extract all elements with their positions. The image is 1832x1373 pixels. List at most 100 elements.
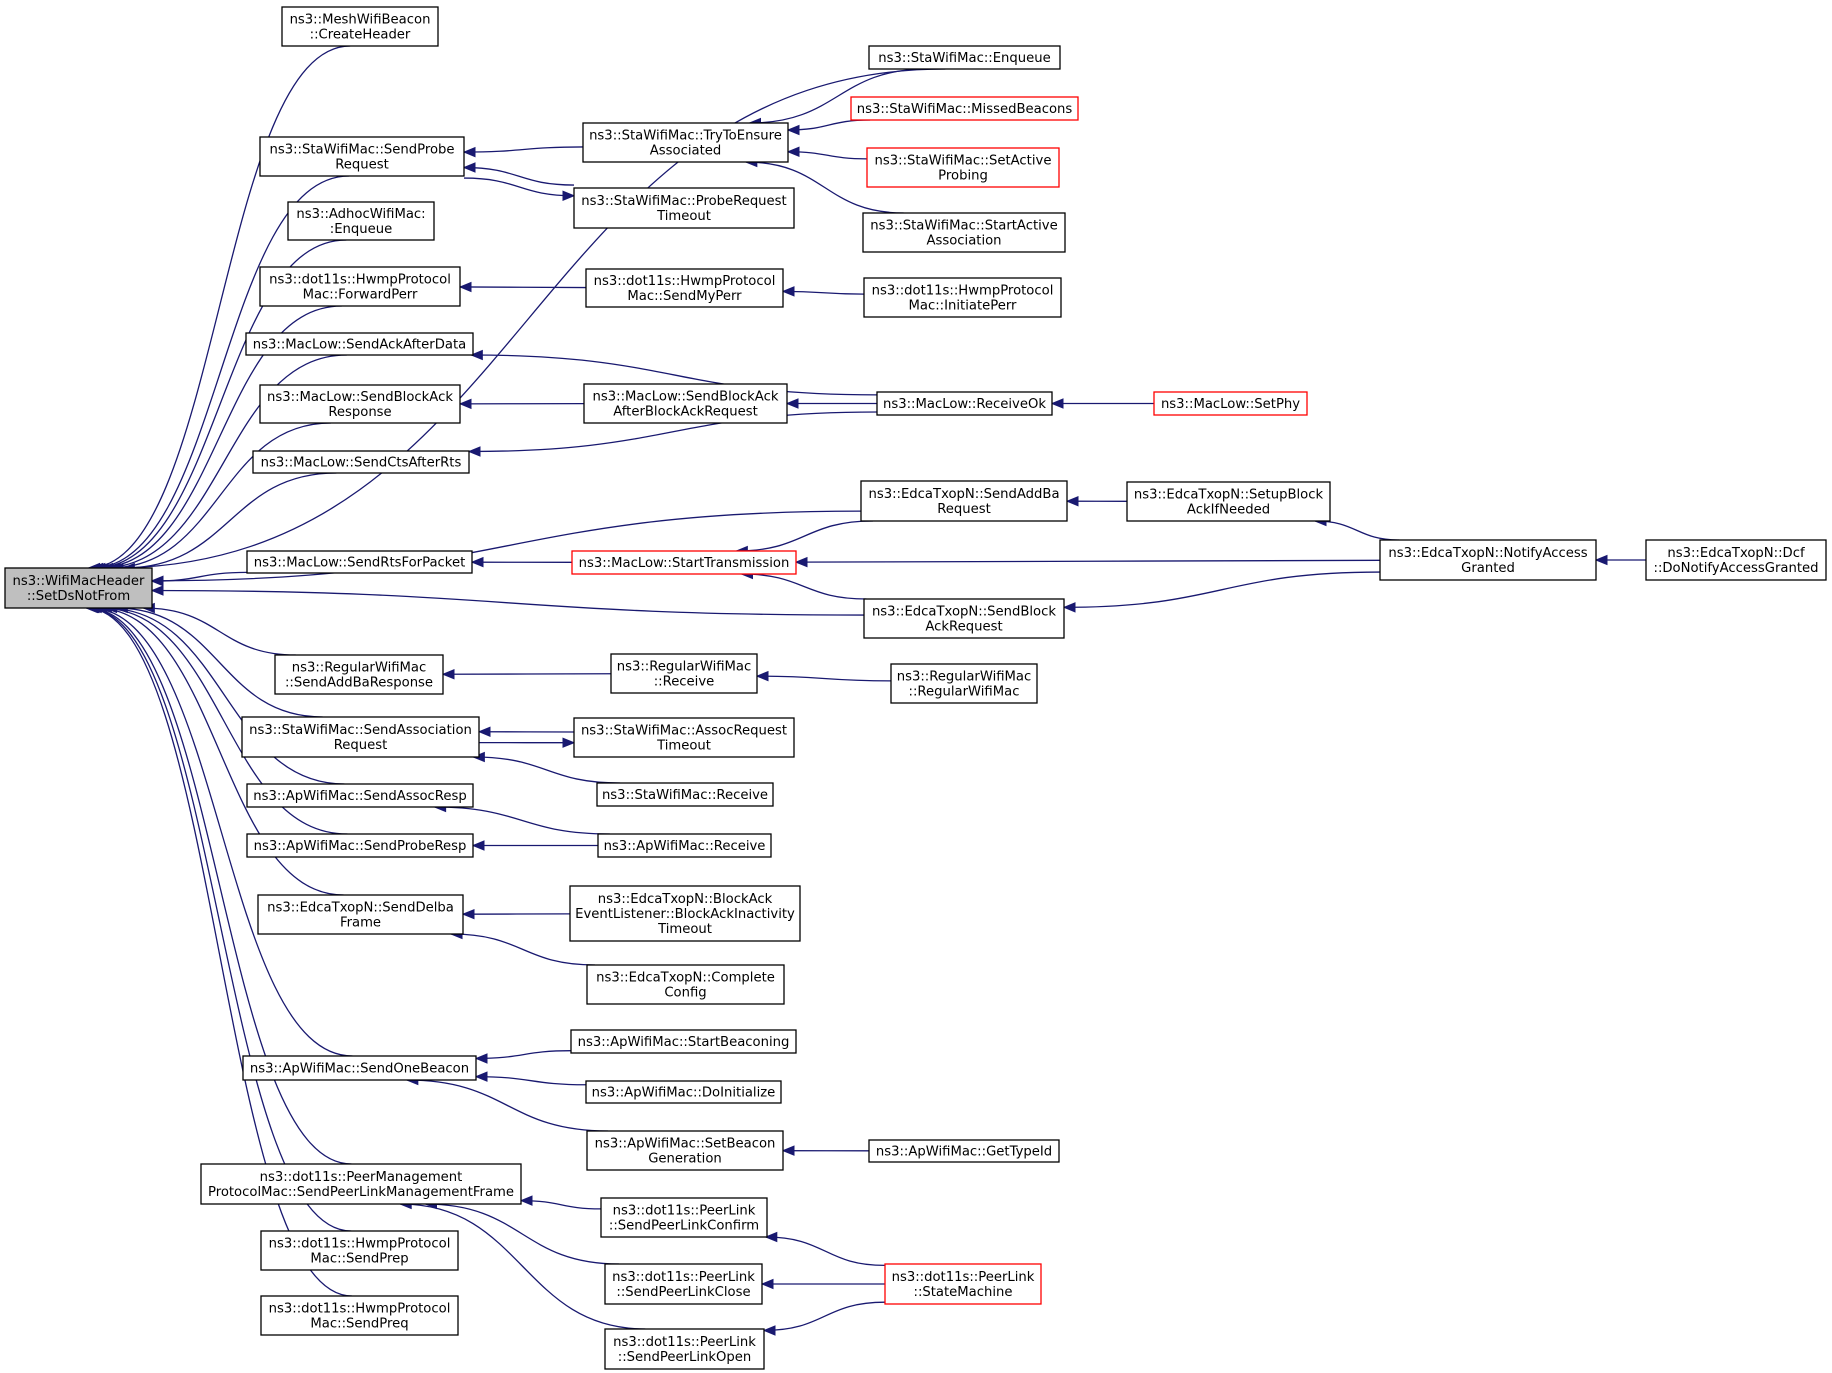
node-box[interactable]	[884, 1263, 1042, 1305]
node-sendPeerLinkMgmt[interactable]: ns3::dot11s::PeerManagementProtocolMac::…	[200, 1163, 522, 1205]
node-box[interactable]	[868, 1139, 1060, 1163]
node-box[interactable]	[1153, 391, 1308, 416]
node-peerOpen[interactable]: ns3::dot11s::PeerLink::SendPeerLinkOpen	[604, 1328, 765, 1370]
node-box[interactable]	[260, 1295, 459, 1336]
node-peerClose[interactable]: ns3::dot11s::PeerLink::SendPeerLinkClose	[604, 1263, 763, 1305]
node-box[interactable]	[246, 550, 473, 574]
node-box[interactable]	[604, 1328, 765, 1370]
node-box[interactable]	[890, 663, 1038, 704]
node-setPhy[interactable]: ns3::MacLow::SetPhy	[1153, 391, 1308, 416]
node-startTransmission[interactable]: ns3::MacLow::StartTransmission	[571, 550, 797, 575]
node-box[interactable]	[281, 6, 439, 47]
node-box[interactable]	[862, 212, 1066, 253]
node-sendProbeResp[interactable]: ns3::ApWifiMac::SendProbeResp	[246, 833, 474, 858]
node-meshBeacon[interactable]: ns3::MeshWifiBeacon::CreateHeader	[281, 6, 439, 47]
node-blockAckInactivity[interactable]: ns3::EdcaTxopN::BlockAckEventListener::B…	[569, 885, 801, 942]
node-box[interactable]	[863, 598, 1065, 639]
node-box[interactable]	[585, 1080, 782, 1104]
node-staReceive[interactable]: ns3::StaWifiMac::Receive	[596, 782, 774, 807]
node-notifyAccessGranted[interactable]: ns3::EdcaTxopN::NotifyAccessGranted	[1379, 539, 1597, 581]
node-sendBlockAckAfter[interactable]: ns3::MacLow::SendBlockAckAfterBlockAckRe…	[583, 383, 788, 424]
node-initiatePerr[interactable]: ns3::dot11s::HwmpProtocolMac::InitiatePe…	[863, 277, 1062, 318]
node-box[interactable]	[573, 717, 795, 758]
node-box[interactable]	[287, 201, 435, 241]
node-sendAssocResp[interactable]: ns3::ApWifiMac::SendAssocResp	[246, 783, 474, 808]
node-root[interactable]: ns3::WifiMacHeader::SetDsNotFrom	[4, 567, 153, 609]
node-box[interactable]	[1379, 539, 1597, 581]
node-box[interactable]	[200, 1163, 522, 1205]
node-box[interactable]	[242, 1055, 477, 1081]
node-box[interactable]	[600, 1197, 768, 1238]
node-box[interactable]	[1126, 481, 1331, 522]
node-box[interactable]	[604, 1263, 763, 1305]
node-peerConfirm[interactable]: ns3::dot11s::PeerLink::SendPeerLinkConfi…	[600, 1197, 768, 1238]
node-regularReceive[interactable]: ns3::RegularWifiMac::Receive	[610, 653, 758, 694]
node-box[interactable]	[259, 266, 461, 307]
node-box[interactable]	[582, 122, 789, 163]
node-box[interactable]	[260, 1230, 459, 1271]
node-box[interactable]	[583, 383, 788, 424]
node-adhocEnqueue[interactable]: ns3::AdhocWifiMac::Enqueue	[287, 201, 435, 241]
node-box[interactable]	[246, 833, 474, 858]
node-box[interactable]	[596, 782, 774, 807]
node-sendAckAfterData[interactable]: ns3::MacLow::SendAckAfterData	[245, 332, 474, 356]
node-box[interactable]	[586, 1130, 784, 1171]
node-sendRtsForPacket[interactable]: ns3::MacLow::SendRtsForPacket	[246, 550, 473, 574]
node-startBeaconing[interactable]: ns3::ApWifiMac::StartBeaconing	[570, 1029, 797, 1054]
node-box[interactable]	[570, 1029, 797, 1054]
node-getTypeId[interactable]: ns3::ApWifiMac::GetTypeId	[868, 1139, 1060, 1163]
node-box[interactable]	[863, 277, 1062, 318]
node-box[interactable]	[245, 332, 474, 356]
node-box[interactable]	[259, 136, 465, 177]
node-box[interactable]	[610, 653, 758, 694]
node-box[interactable]	[573, 187, 795, 229]
node-box[interactable]	[257, 894, 464, 935]
node-regularCtor[interactable]: ns3::RegularWifiMac::RegularWifiMac	[890, 663, 1038, 704]
node-stateMachine[interactable]: ns3::dot11s::PeerLink::StateMachine	[884, 1263, 1042, 1305]
node-box[interactable]	[241, 716, 480, 758]
node-box[interactable]	[252, 450, 470, 474]
node-sendOneBeacon[interactable]: ns3::ApWifiMac::SendOneBeacon	[242, 1055, 477, 1081]
node-box[interactable]	[569, 885, 801, 942]
node-box[interactable]	[571, 550, 797, 575]
node-box[interactable]	[259, 384, 461, 424]
node-fwdPerr[interactable]: ns3::dot11s::HwmpProtocolMac::ForwardPer…	[259, 266, 461, 307]
node-box[interactable]	[850, 96, 1079, 121]
node-apReceive[interactable]: ns3::ApWifiMac::Receive	[597, 833, 772, 858]
node-box[interactable]	[586, 964, 785, 1005]
node-box[interactable]	[876, 391, 1053, 416]
node-missedBeacons[interactable]: ns3::StaWifiMac::MissedBeacons	[850, 96, 1079, 121]
node-box[interactable]	[246, 783, 474, 808]
node-receiveOk[interactable]: ns3::MacLow::ReceiveOk	[876, 391, 1053, 416]
node-staEnqueue[interactable]: ns3::StaWifiMac::Enqueue	[868, 45, 1061, 70]
node-box[interactable]	[1645, 539, 1827, 581]
node-box[interactable]	[866, 147, 1060, 188]
node-doInitialize[interactable]: ns3::ApWifiMac::DoInitialize	[585, 1080, 782, 1104]
node-box[interactable]	[274, 654, 444, 695]
node-box[interactable]	[585, 268, 784, 308]
node-box[interactable]	[597, 833, 772, 858]
node-box[interactable]	[868, 45, 1061, 70]
node-box[interactable]	[4, 567, 153, 609]
node-box[interactable]	[860, 480, 1068, 522]
node-dcfNotify[interactable]: ns3::EdcaTxopN::Dcf::DoNotifyAccessGrant…	[1645, 539, 1827, 581]
node-sendCtsAfterRts[interactable]: ns3::MacLow::SendCtsAfterRts	[252, 450, 470, 474]
node-sendAddBaResp[interactable]: ns3::RegularWifiMac::SendAddBaResponse	[274, 654, 444, 695]
